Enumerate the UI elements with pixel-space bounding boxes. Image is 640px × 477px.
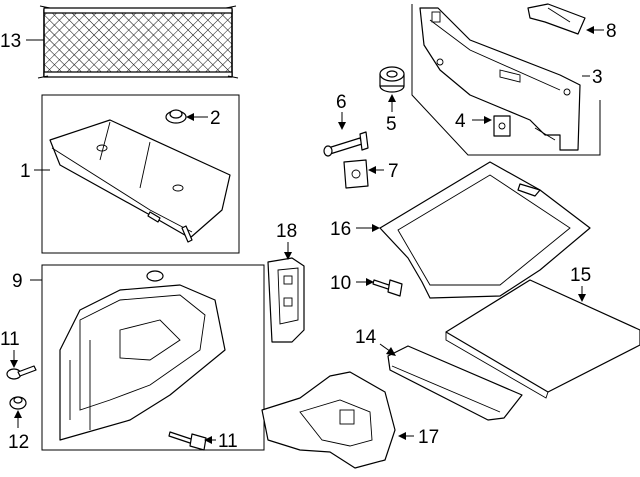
side-panel-part-14 — [387, 345, 523, 421]
callout-7: 7 — [388, 161, 399, 182]
callout-13: 13 — [0, 31, 21, 52]
callout-6: 6 — [336, 92, 347, 113]
callout-16: 16 — [330, 219, 351, 240]
leader-lines — [10, 26, 604, 444]
callout-18: 18 — [276, 221, 297, 242]
tub-group-box — [41, 264, 265, 451]
trunk-trim-panel-part — [419, 7, 581, 151]
callout-4: 4 — [455, 111, 466, 132]
cargo-net-part — [37, 5, 239, 79]
push-pin-part-6 — [323, 131, 369, 157]
nut-clip-part-7 — [343, 159, 369, 189]
jack-tray-part-17 — [261, 371, 396, 469]
callout-14: 14 — [355, 327, 377, 348]
bolt-part-10 — [372, 279, 403, 297]
callout-9: 9 — [12, 271, 23, 292]
bolt-part-11-bottom — [168, 431, 207, 451]
callout-1: 1 — [20, 161, 31, 182]
callout-17: 17 — [418, 427, 439, 448]
bumper-part-5 — [379, 66, 405, 93]
cargo-tray-part-16 — [379, 161, 591, 299]
bolt-part-11-left — [6, 365, 37, 380]
callout-11-bottom: 11 — [218, 431, 238, 452]
nut-part-12 — [9, 396, 27, 410]
callout-15: 15 — [570, 265, 591, 286]
bracket-part-8 — [527, 3, 586, 35]
tire-tub-part — [59, 270, 226, 441]
callout-2: 2 — [210, 108, 221, 129]
trim-group-box — [411, 4, 601, 156]
bracket-part-18 — [267, 257, 305, 343]
callout-12: 12 — [8, 432, 29, 453]
grommet-part-2 — [165, 109, 187, 124]
package-tray-part — [49, 119, 231, 243]
callout-8: 8 — [606, 21, 617, 42]
clip-part-4 — [493, 115, 511, 137]
callout-10: 10 — [330, 273, 351, 294]
callout-11-left: 11 — [0, 329, 20, 350]
floor-board-part-15 — [445, 279, 640, 399]
callout-3: 3 — [592, 67, 603, 88]
tray-group-box — [41, 94, 240, 254]
callout-5: 5 — [386, 114, 397, 135]
